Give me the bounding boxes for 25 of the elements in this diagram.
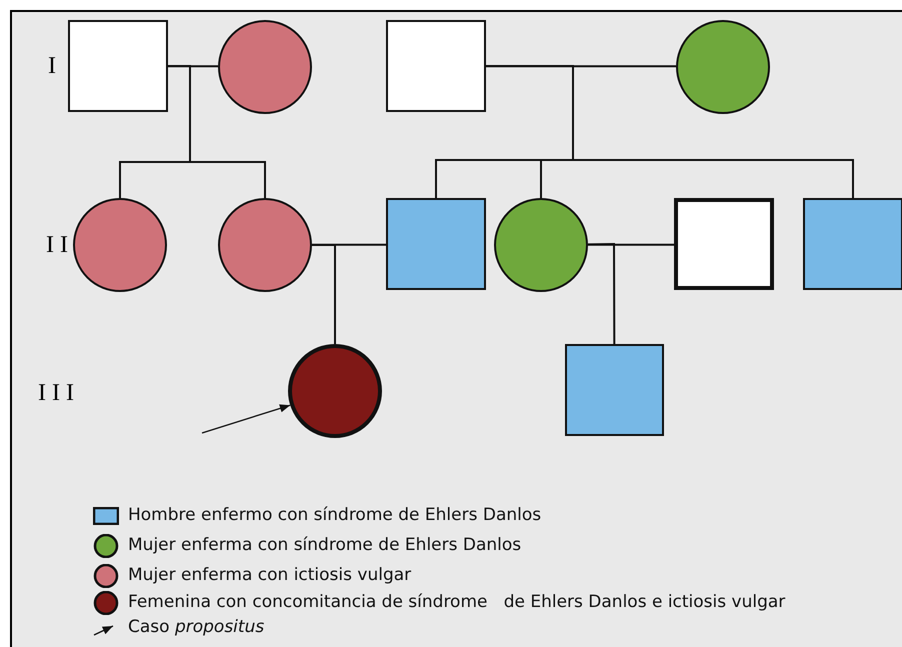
male-square: [565, 344, 664, 436]
male-square: [68, 20, 168, 112]
marriage-line: [168, 65, 218, 68]
female-circle: [218, 20, 312, 114]
generation-label: I: [48, 52, 62, 80]
female-circle: [676, 20, 770, 114]
male-square: [386, 20, 486, 112]
generation-label: III: [38, 379, 80, 407]
descent-line: [312, 244, 336, 344]
descent-line: [588, 242, 616, 344]
male-square: [386, 198, 486, 290]
legend-text: Hombre enfermo con síndrome de Ehlers Danlos: [128, 505, 542, 525]
female-circle: [218, 198, 312, 292]
marriage-line: [312, 244, 386, 246]
female-circle: [494, 198, 588, 292]
proband-arrow: [202, 404, 290, 434]
legend-text: Mujer enferma con ictiosis vulgar: [128, 565, 412, 585]
legend-text: Mujer enferma con síndrome de Ehlers Danlos: [128, 535, 522, 555]
legend-text: Femenina con concomitancia de síndrome de Ehlers Danlos e ictiosis vulgar: [128, 592, 786, 612]
descent-line: [168, 65, 266, 198]
male-square: [674, 198, 774, 290]
legend-text: Caso propositus: [128, 617, 264, 637]
generation-label: II: [46, 231, 74, 259]
female-circle: [73, 198, 167, 292]
female-circle: [288, 344, 382, 438]
